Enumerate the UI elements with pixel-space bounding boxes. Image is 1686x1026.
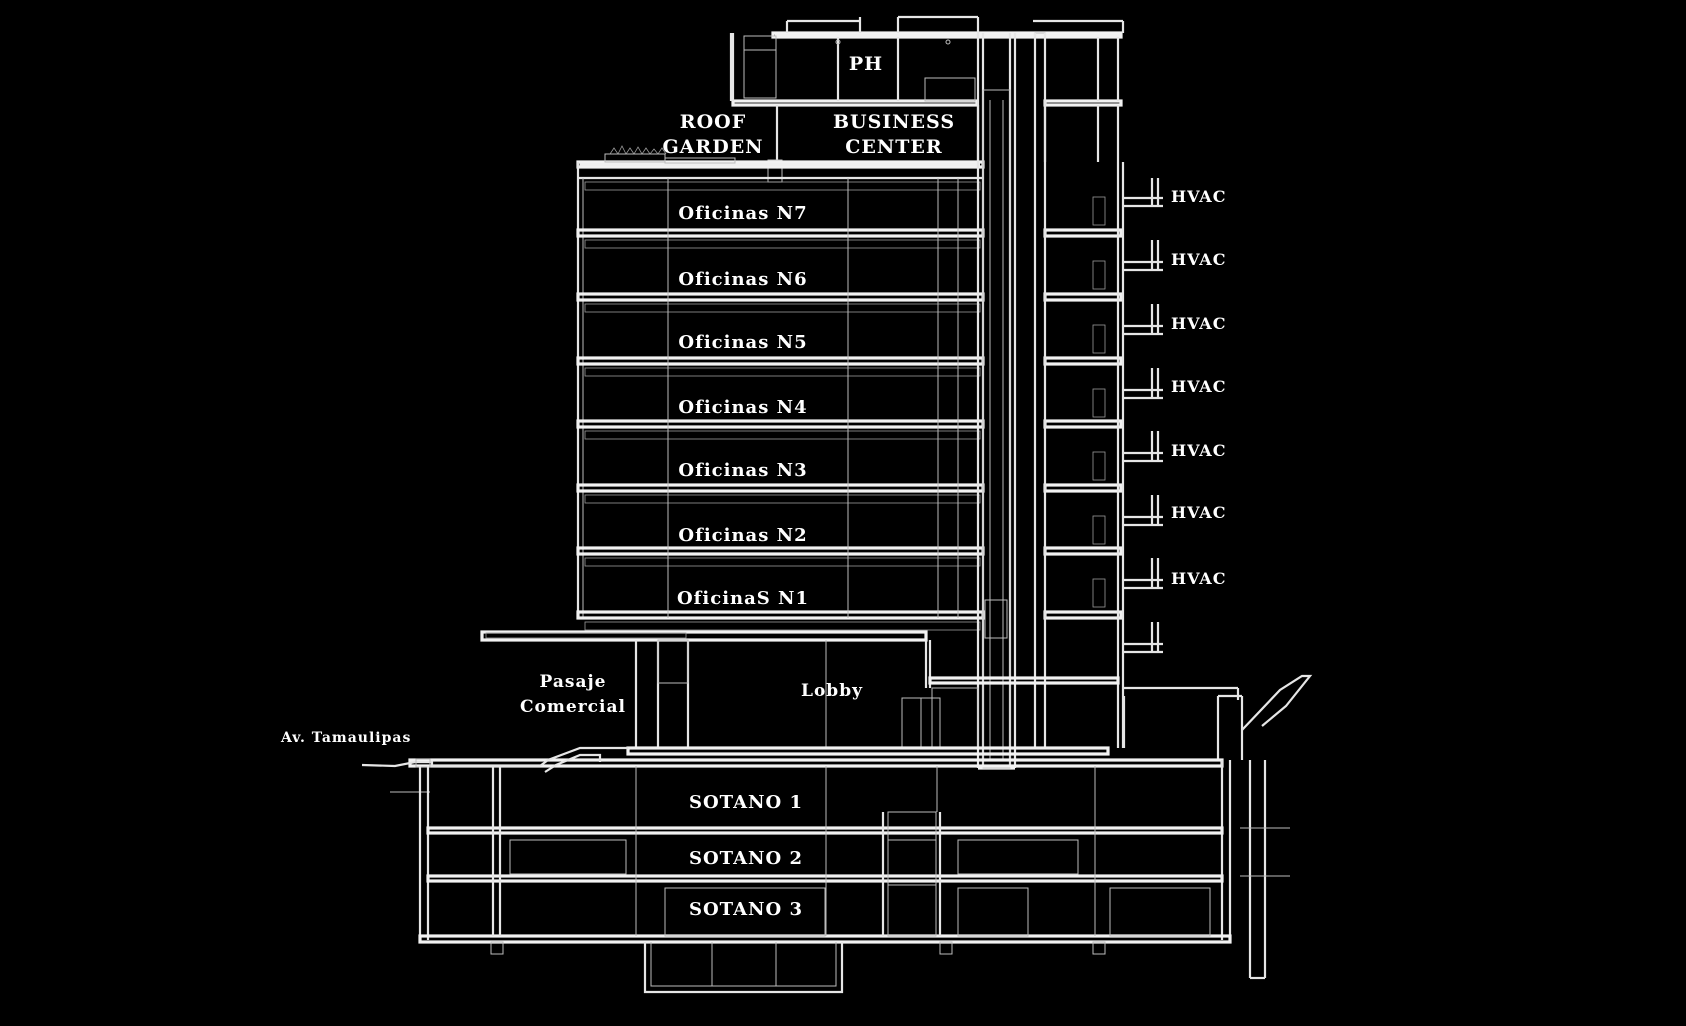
pasaje-comercial-label-line2: Comercial xyxy=(520,697,626,717)
office-floor-label-n7: Oficinas N7 xyxy=(678,203,807,224)
office-floor-label-n2: Oficinas N2 xyxy=(678,525,807,546)
office-floor-label-n1: OficinaS N1 xyxy=(677,588,809,609)
penthouse-structure xyxy=(729,15,1125,107)
basement-label-sotano-3: SOTANO 3 xyxy=(689,899,803,920)
office-floor-label-n4: Oficinas N4 xyxy=(678,397,807,418)
hvac-units xyxy=(1092,178,1163,654)
vertical-core xyxy=(976,32,1125,770)
ph-label: PH xyxy=(849,53,883,75)
hvac-label-n5: HVAC xyxy=(1171,314,1226,333)
hvac-label-n7: HVAC xyxy=(1171,187,1226,206)
basement-label-sotano-1: SOTANO 1 xyxy=(689,792,803,813)
roof-garden-label-line1: ROOF xyxy=(680,111,746,133)
hvac-label-n6: HVAC xyxy=(1171,250,1226,269)
office-floor-label-n5: Oficinas N5 xyxy=(678,332,807,353)
office-floors-structure xyxy=(576,178,1123,631)
floor-slabs xyxy=(576,228,1123,620)
hvac-label-n2: HVAC xyxy=(1171,503,1226,522)
ceiling-lines xyxy=(584,181,981,631)
hvac-label-n3: HVAC xyxy=(1171,441,1226,460)
basement-structure xyxy=(418,760,1290,994)
business-center-label-line1: BUSINESS xyxy=(833,111,955,133)
hvac-label-n4: HVAC xyxy=(1171,377,1226,396)
roof-garden-label-line2: GARDEN xyxy=(662,136,763,158)
office-floor-label-n3: Oficinas N3 xyxy=(678,460,807,481)
pasaje-comercial-label-line1: Pasaje xyxy=(540,672,607,692)
business-center-label-line2: CENTER xyxy=(845,136,942,158)
street-label: Av. Tamaulipas xyxy=(280,730,411,746)
basement-label-sotano-2: SOTANO 2 xyxy=(689,848,803,869)
lobby-label: Lobby xyxy=(801,681,863,701)
drawing-labels: PH ROOF GARDEN BUSINESS CENTER Oficinas … xyxy=(280,53,1226,920)
office-floor-label-n6: Oficinas N6 xyxy=(678,269,807,290)
hvac-label-n1: HVAC xyxy=(1171,569,1226,588)
street-edge xyxy=(361,746,628,793)
